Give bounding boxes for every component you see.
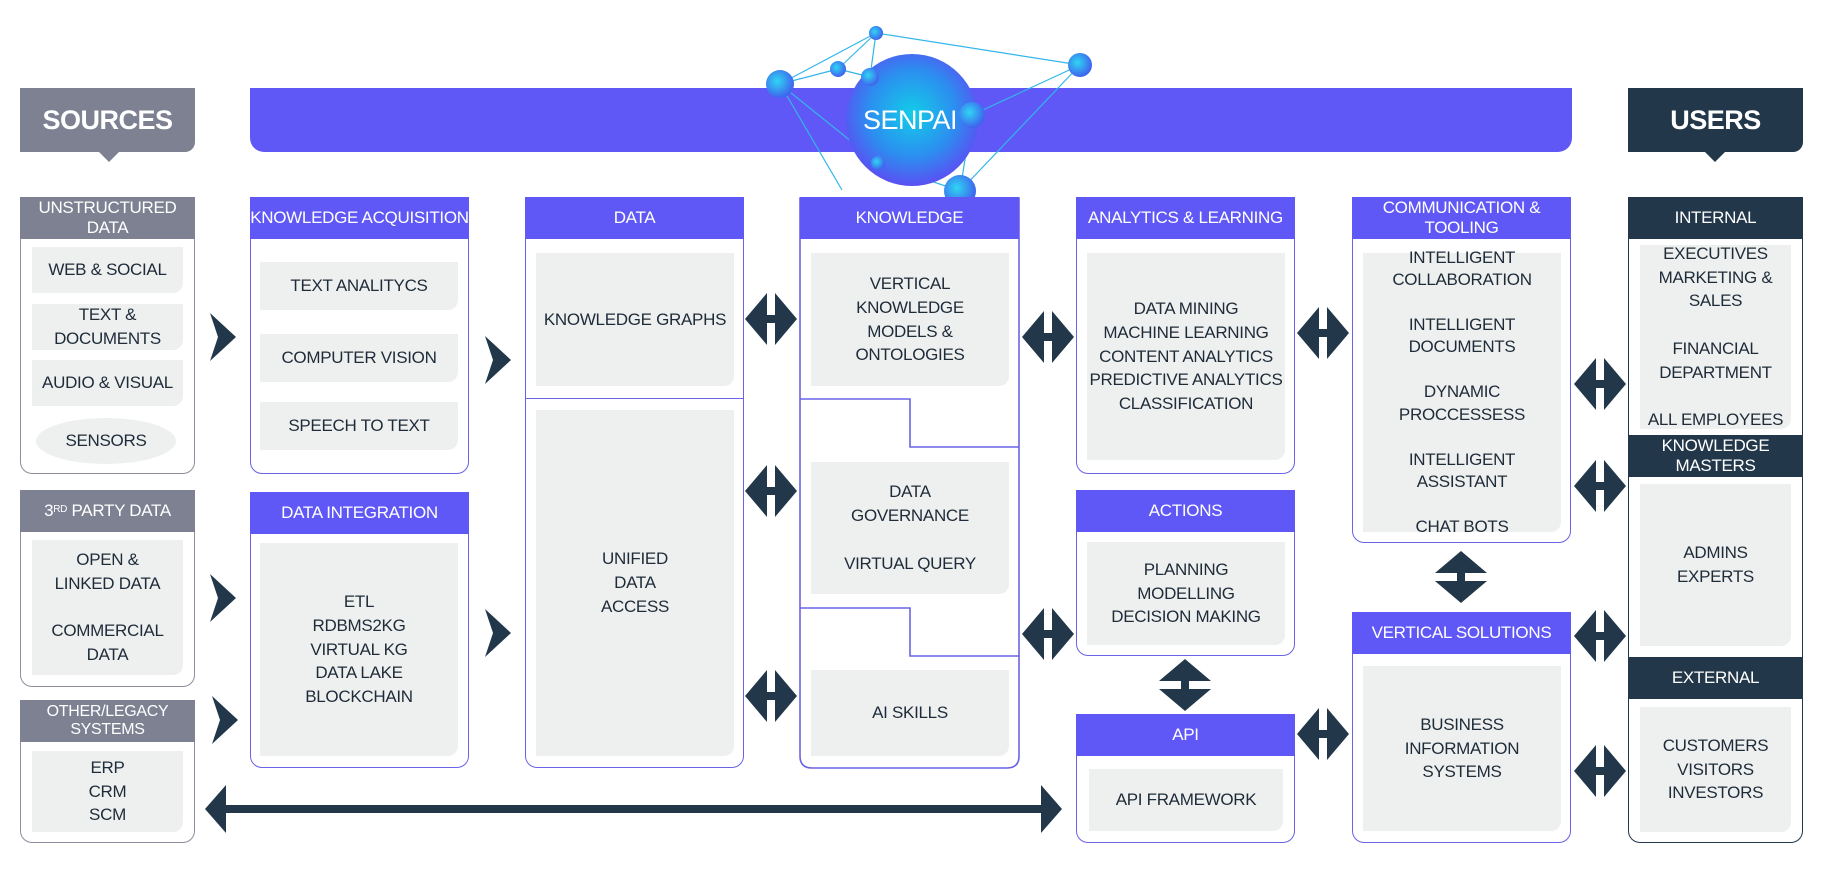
knowledge-masters-list: ADMINS EXPERTS: [1640, 484, 1791, 646]
source-item-sensors: SENSORS: [36, 418, 176, 464]
arrow-sources-to-acquisition: [210, 313, 236, 361]
network-node: [766, 70, 794, 98]
unstructured-data-header: UNSTRUCTURED DATA: [20, 197, 195, 239]
source-item-text-documents: TEXT & DOCUMENTS: [32, 304, 183, 350]
arrow-actions-api: [1159, 659, 1211, 711]
source-item-open-commercial: OPEN & LINKED DATA COMMERCIAL DATA: [32, 540, 183, 675]
arrow-vertical-users-2: [1574, 745, 1626, 797]
api-item-framework: API FRAMEWORK: [1089, 769, 1283, 831]
arrow-legacy-to-integration: [212, 696, 238, 744]
sources-title-box: [20, 88, 195, 152]
arrow-data-knowledge-2: [745, 465, 797, 517]
knowledge-header: KNOWLEDGE: [800, 197, 1019, 239]
source-item-web-social: WEB & SOCIAL: [32, 247, 183, 293]
arrow-vertical-users-1: [1574, 610, 1626, 662]
api-header: API: [1076, 714, 1295, 756]
knowledge-acquisition-header: KNOWLEDGE ACQUISITION: [250, 197, 469, 239]
network-node: [830, 61, 846, 77]
arrow-knowledge-actions: [1022, 608, 1074, 660]
legacy-systems-header: OTHER/LEGACY SYSTEMS: [20, 700, 195, 742]
sources-title: SOURCES: [42, 104, 173, 135]
third-party-header-main: 3: [44, 501, 54, 520]
communication-tooling-header: COMMUNICATION & TOOLING: [1352, 197, 1571, 239]
network-node: [1068, 53, 1092, 77]
internal-header: INTERNAL: [1628, 197, 1803, 239]
acquisition-item-computer-vision: COMPUTER VISION: [260, 334, 458, 382]
network-node: [869, 26, 883, 40]
communication-item-list: INTELLIGENT COLLABORATION INTELLIGENT DO…: [1363, 248, 1561, 536]
senpai-orb: [846, 54, 978, 186]
knowledge-item-governance-query: DATA GOVERNANCE VIRTUAL QUERY: [811, 462, 1009, 594]
actions-header: ACTIONS: [1076, 490, 1295, 532]
data-item-unified-data-access: UNIFIED DATA ACCESS: [536, 410, 734, 756]
internal-users-list: EXECUTIVES MARKETING & SALES FINANCIAL D…: [1640, 244, 1791, 429]
acquisition-item-speech-to-text: SPEECH TO TEXT: [260, 402, 458, 450]
integration-item-list: ETL RDBMS2KG VIRTUAL KG DATA LAKE BLOCKC…: [260, 543, 458, 756]
users-title-pointer: [1703, 150, 1727, 162]
arrow-api-vertical: [1297, 708, 1349, 760]
network-node: [871, 156, 885, 170]
knowledge-item-ai-skills: AI SKILLS: [811, 670, 1009, 756]
users-title: USERS: [1670, 104, 1761, 135]
external-header: EXTERNAL: [1628, 657, 1803, 699]
vertical-solutions-header: VERTICAL SOLUTIONS: [1352, 612, 1571, 654]
data-panel-divider: [525, 398, 744, 399]
arrow-communication-users-1: [1574, 358, 1626, 410]
acquisition-item-text-analytics: TEXT ANALITYCS: [260, 262, 458, 310]
users-title-box: [1628, 88, 1803, 152]
arrow-communication-vertical: [1435, 551, 1487, 603]
knowledge-item-vertical-models: VERTICAL KNOWLEDGE MODELS & ONTOLOGIES: [811, 253, 1009, 386]
arrow-thirdparty-to-integration: [210, 574, 236, 622]
source-item-audio-visual: AUDIO & VISUAL: [32, 360, 183, 406]
arrow-data-knowledge-1: [745, 293, 797, 345]
analytics-learning-header: ANALYTICS & LEARNING: [1076, 197, 1295, 239]
arrow-integration-to-data: [485, 609, 511, 657]
network-node: [861, 68, 879, 86]
analytics-item-list: DATA MINING MACHINE LEARNING CONTENT ANA…: [1087, 253, 1285, 460]
network-node: [959, 102, 985, 128]
actions-item-list: PLANNING MODELLING DECISION MAKING: [1087, 542, 1285, 645]
senpai-title: SENPAI: [862, 104, 958, 135]
source-item-erp-crm-scm: ERP CRM SCM: [32, 751, 183, 832]
data-item-knowledge-graphs: KNOWLEDGE GRAPHS: [536, 253, 734, 386]
arrow-acquisition-to-data: [485, 336, 511, 384]
third-party-header-sup: RD: [53, 503, 68, 515]
arrow-data-knowledge-3: [745, 670, 797, 722]
vertical-solutions-item: BUSINESS INFORMATION SYSTEMS: [1363, 666, 1561, 831]
arrow-knowledge-analytics: [1022, 311, 1074, 363]
arrow-analytics-communication: [1297, 307, 1349, 359]
data-integration-header: DATA INTEGRATION: [250, 492, 469, 534]
arrow-legacy-to-api-long: [205, 785, 1062, 833]
external-users-list: CUSTOMERS VISITORS INVESTORS: [1640, 707, 1791, 832]
knowledge-masters-header: KNOWLEDGE MASTERS: [1628, 435, 1803, 477]
arrow-communication-users-2: [1574, 460, 1626, 512]
data-header: DATA: [525, 197, 744, 239]
third-party-header-rest: PARTY DATA: [67, 501, 172, 520]
sources-title-pointer: [97, 150, 121, 162]
